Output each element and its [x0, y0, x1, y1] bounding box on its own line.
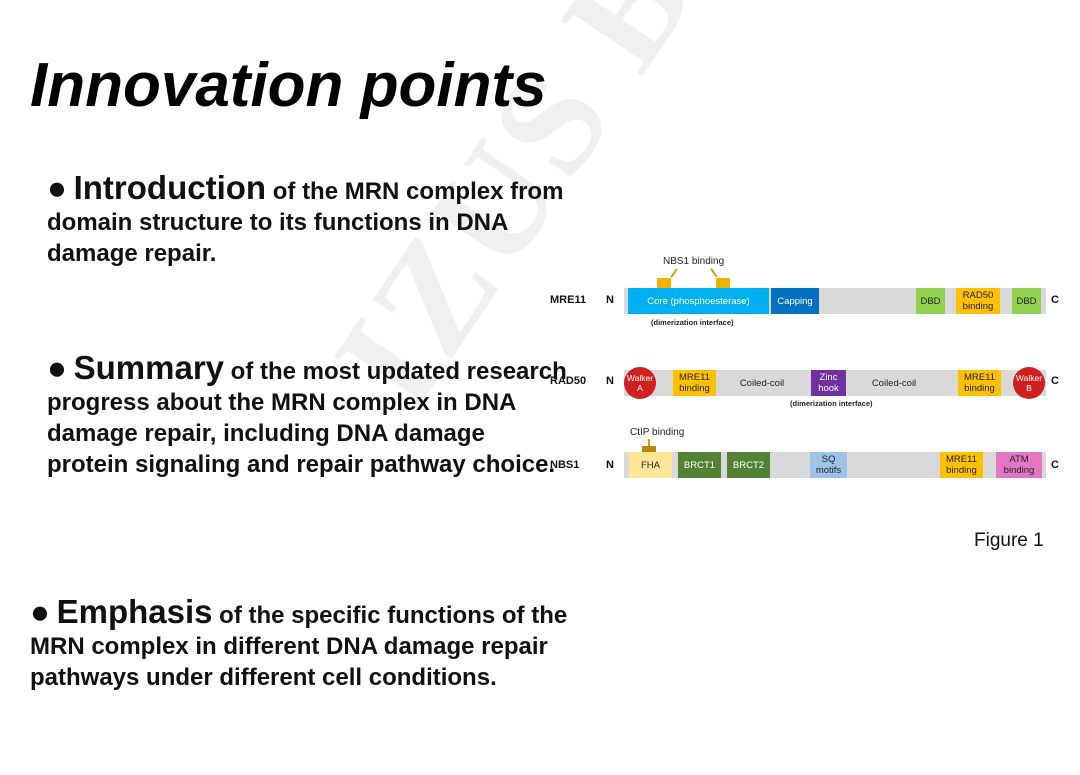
- bullet-emphasis: ● Emphasis of the specific functions of …: [30, 593, 590, 693]
- nbs1-binding-site-marker: [657, 278, 671, 291]
- domain-structure-diagram: NBS1 binding MRE11 N Core (phosphoestera…: [540, 250, 1070, 560]
- rad50-walker-b-domain: Walker B: [1013, 367, 1045, 399]
- mre11-capping-domain: Capping: [771, 288, 819, 314]
- binding-tick: [648, 439, 650, 449]
- binding-tick: [710, 268, 718, 278]
- bullet-lead: Emphasis: [56, 593, 213, 630]
- bullet-text: of the specific functions of the MRN com…: [30, 602, 568, 691]
- rad50-dimerization-label: (dimerization interface): [790, 399, 873, 408]
- bullet-dot: ●: [47, 349, 67, 386]
- nbs1-mre11-binding-domain: MRE11 binding: [940, 452, 983, 478]
- mre11-nbs1-binding-label: NBS1 binding: [663, 256, 725, 267]
- bullet-introduction: ● Introduction of the MRN complex from d…: [47, 169, 567, 269]
- nbs1-fha-domain: FHA: [629, 452, 672, 478]
- nbs1-brct2-domain: BRCT2: [727, 452, 770, 478]
- nbs1-binding-site-marker: [716, 278, 730, 291]
- c-terminus-label: C: [1051, 294, 1059, 306]
- nbs1-ctip-binding-label: CtIP binding: [630, 427, 685, 438]
- c-terminus-label: C: [1051, 459, 1059, 471]
- nbs1-brct1-domain: BRCT1: [678, 452, 721, 478]
- rad50-zinc-hook-domain: Zinc hook: [811, 370, 846, 396]
- nbs1-label: NBS1: [550, 459, 580, 471]
- c-terminus-label: C: [1051, 375, 1059, 387]
- bullet-dot: ●: [47, 169, 67, 206]
- nbs1-atm-binding-domain: ATM binding: [996, 452, 1042, 478]
- n-terminus-label: N: [606, 459, 614, 471]
- figure-caption: Figure 1: [974, 530, 1044, 551]
- n-terminus-label: N: [606, 294, 614, 306]
- page-title: Innovation points: [30, 51, 547, 120]
- rad50-coiled-coil-region: Coiled-coil: [739, 377, 785, 389]
- bullet-lead: Introduction: [73, 169, 267, 206]
- mre11-core-domain: Core (phosphoesterase): [628, 288, 769, 314]
- n-terminus-label: N: [606, 375, 614, 387]
- bullet-dot: ●: [30, 593, 50, 630]
- bullet-text: of the MRN complex from domain structure…: [47, 178, 564, 267]
- nbs1-sq-motifs-domain: SQ motifs: [810, 452, 847, 478]
- mre11-dbd-domain: DBD: [916, 288, 945, 314]
- rad50-coiled-coil-region: Coiled-coil: [871, 377, 917, 389]
- rad50-walker-a-domain: Walker A: [624, 367, 656, 399]
- rad50-mre11-binding-domain: MRE11 binding: [958, 370, 1001, 396]
- mre11-dimerization-label: (dimerization interface): [651, 318, 734, 327]
- bullet-text: of the most updated research progress ab…: [47, 358, 567, 478]
- binding-tick: [670, 268, 678, 278]
- rad50-mre11-binding-domain: MRE11 binding: [673, 370, 716, 396]
- mre11-rad50-binding-domain: RAD50 binding: [956, 288, 1000, 314]
- bullet-lead: Summary: [73, 349, 225, 386]
- bullet-summary: ● Summary of the most updated research p…: [47, 349, 567, 480]
- mre11-label: MRE11: [550, 294, 587, 306]
- mre11-dbd-domain: DBD: [1012, 288, 1041, 314]
- rad50-label: RAD50: [550, 375, 587, 387]
